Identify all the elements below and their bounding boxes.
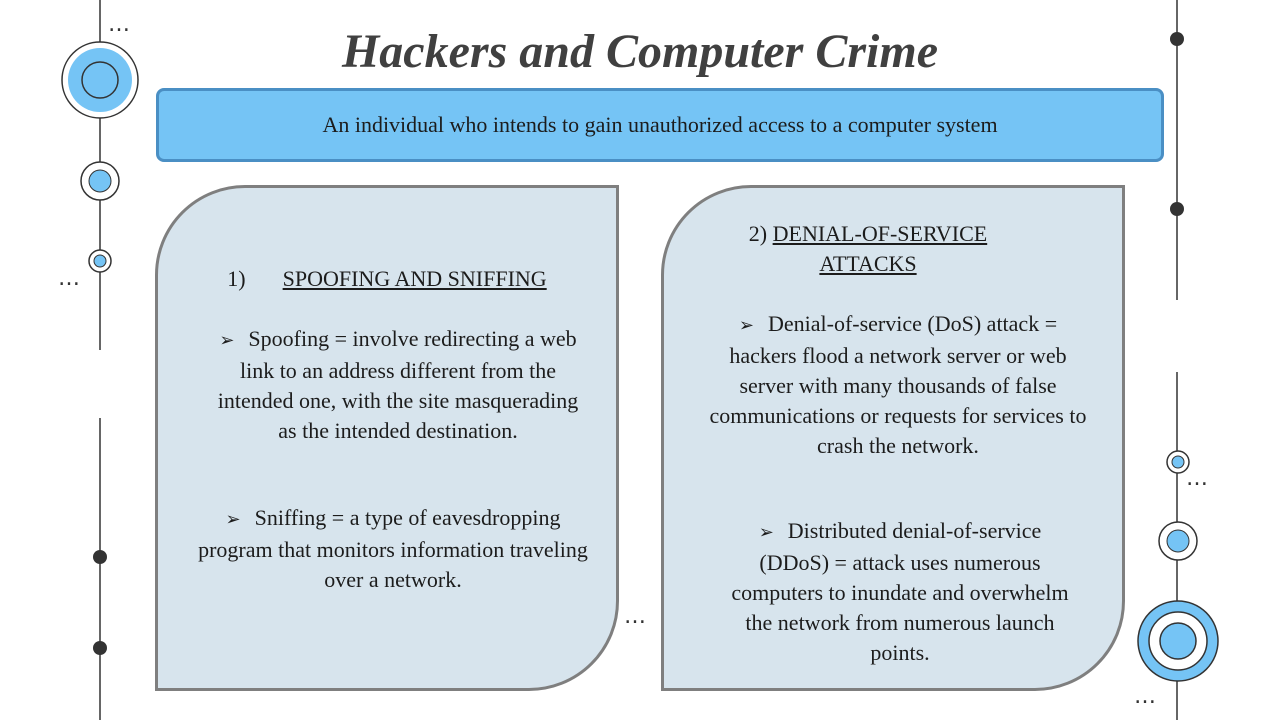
ellipsis-mid-left: … [58, 266, 82, 291]
arrowhead-bullet-icon: ➢ [219, 330, 235, 351]
heading-text-line2: ATTACKS [819, 251, 917, 276]
arrowhead-bullet-icon: ➢ [225, 509, 241, 530]
bullet-text: Sniffing = a type of eavesdropping progr… [198, 505, 588, 592]
bullet-dos: ➢Denial-of-service (DoS) attack = hacker… [708, 309, 1088, 461]
panel-heading: 2) DENIAL-OF-SERVICE ATTACKS [664, 219, 1072, 279]
bullet-sniffing: ➢Sniffing = a type of eavesdropping prog… [198, 503, 588, 595]
bullet-text: Spoofing = involve redirecting a web lin… [217, 326, 579, 443]
bullet-ddos: ➢Distributed denial-of-service (DDoS) = … [730, 516, 1070, 668]
ellipsis-center: … [624, 604, 648, 629]
slide-title: Hackers and Computer Crime [341, 25, 939, 78]
panel-spoofing-sniffing: 1) SPOOFING AND SNIFFING ➢Spoofing = inv… [155, 185, 619, 691]
ellipsis-mid-right: … [1186, 466, 1210, 491]
heading-text-line1: DENIAL-OF-SERVICE [772, 221, 988, 246]
definition-text: An individual who intends to gain unauth… [322, 112, 998, 137]
bullet-text: Denial-of-service (DoS) attack = hackers… [709, 311, 1087, 458]
arrowhead-bullet-icon: ➢ [758, 522, 774, 543]
arrowhead-bullet-icon: ➢ [738, 315, 754, 336]
heading-number: 1) [227, 266, 246, 291]
heading-number: 2) [748, 221, 768, 246]
ellipsis-bottom-right: … [1134, 684, 1158, 709]
panel-denial-of-service: 2) DENIAL-OF-SERVICE ATTACKS ➢Denial-of-… [661, 185, 1125, 691]
ellipsis-top-left: … [108, 12, 132, 37]
bullet-spoofing: ➢Spoofing = involve redirecting a web li… [208, 324, 588, 446]
definition-banner: An individual who intends to gain unauth… [156, 88, 1164, 162]
heading-text: SPOOFING AND SNIFFING [282, 266, 547, 291]
panel-heading: 1) SPOOFING AND SNIFFING [158, 264, 616, 294]
bullet-text: Distributed denial-of-service (DDoS) = a… [731, 518, 1069, 665]
